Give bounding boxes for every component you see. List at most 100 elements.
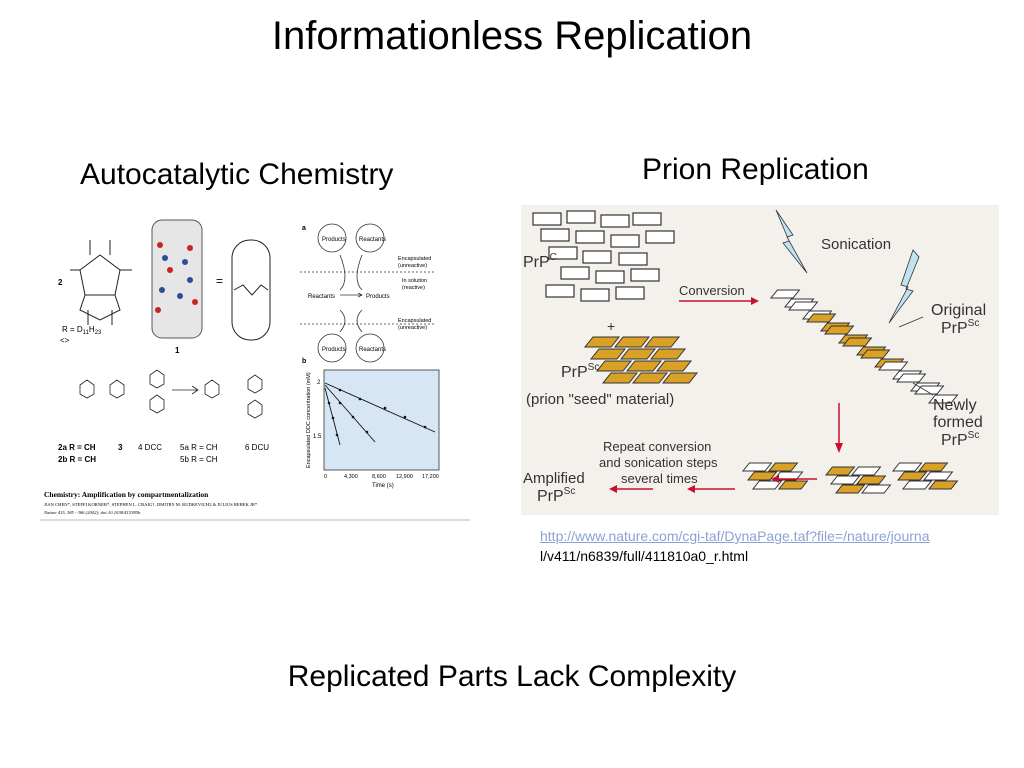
encapsulated-bottom: Encapsulated xyxy=(398,318,431,324)
caption-title: Chemistry: Amplification by compartmenta… xyxy=(44,490,209,499)
fibril-brick xyxy=(927,394,959,404)
label-3: 3 xyxy=(118,443,123,452)
prpc-brick xyxy=(645,230,675,244)
source-link[interactable]: http://www.nature.com/cgi-taf/DynaPage.t… xyxy=(540,528,930,544)
y-axis-label: Encapsulated DDC concentration (mM) xyxy=(306,372,312,468)
panel-a-reactants-mid: Reactants xyxy=(308,294,335,300)
fibril-brick xyxy=(787,301,819,311)
chemistry-figure: 2 R = D11H23 <> 1 = 2a R = CH 2b R = CH … xyxy=(40,210,470,522)
label-4-dcc: 4 DCC xyxy=(138,443,162,452)
fragment-brick xyxy=(896,471,928,481)
repeat-line-3: several times xyxy=(621,471,698,486)
seed-brick xyxy=(643,336,681,348)
bottom-statement: Replicated Parts Lack Complexity xyxy=(287,660,737,693)
prpc-brick xyxy=(575,230,605,244)
panel-a-reactants-top: Reactants xyxy=(359,237,386,243)
equals-sign: = xyxy=(216,274,223,288)
prpc-bricks xyxy=(532,210,675,302)
reaction-scheme-structures xyxy=(79,369,263,419)
unreactive-top: (unreactive) xyxy=(398,263,427,269)
conversion-label: Conversion xyxy=(679,283,745,298)
prpc-brick xyxy=(610,234,640,248)
fibril-chain xyxy=(769,289,959,404)
seed-brick xyxy=(601,372,639,384)
panel-a-products-top: Products xyxy=(322,237,346,243)
seed-brick xyxy=(661,372,699,384)
fragment-brick xyxy=(829,475,861,485)
x-tick-4300: 4,300 xyxy=(344,474,358,480)
caption-authors: JIAN CHEN*, STEFFI KORNER*, STEPHEN L. C… xyxy=(44,502,258,508)
fibril-brick xyxy=(823,325,855,335)
label-5b: 5b R = CH xyxy=(180,455,218,464)
fragment-brick xyxy=(741,462,773,472)
capsule-cartoon xyxy=(231,239,271,341)
panel-b-label: b xyxy=(302,358,306,365)
down-arrowhead xyxy=(835,443,843,453)
molecule-2-structure xyxy=(70,240,132,325)
seed-brick xyxy=(595,360,633,372)
seed-brick xyxy=(619,348,657,360)
in-solution: In solution xyxy=(402,278,427,284)
x-tick-0: 0 xyxy=(324,474,327,480)
formed-label: formed xyxy=(933,414,983,431)
fragment-brick xyxy=(746,471,778,481)
prpc-brick xyxy=(615,286,645,300)
fragment-brick xyxy=(767,462,799,472)
label-6-dcu: 6 DCU xyxy=(245,443,269,452)
repeat-line-1: Repeat conversion xyxy=(603,439,711,454)
prpc-brick xyxy=(580,288,610,302)
formed-prpsc-label: PrPSc xyxy=(941,430,979,449)
autocatalytic-heading: Autocatalytic Chemistry xyxy=(80,158,394,191)
fragment-brick xyxy=(824,466,856,476)
prpc-brick xyxy=(548,246,578,260)
fibril-brick xyxy=(769,289,801,299)
fibril-brick xyxy=(805,313,837,323)
fibril-brick xyxy=(877,361,909,371)
x-tick-17200: 17,200 xyxy=(422,474,439,480)
seed-brick xyxy=(655,360,693,372)
seed-brick xyxy=(649,348,687,360)
prpsc-seed-label: PrPSc xyxy=(561,362,599,381)
fragment-brick xyxy=(855,475,887,485)
bottom-fragments xyxy=(741,462,959,494)
seed-brick xyxy=(613,336,651,348)
label-2b: 2b R = CH xyxy=(58,455,96,464)
original-label: Original xyxy=(931,302,986,319)
prpc-brick xyxy=(595,270,625,284)
r-formula: R = D11H23 xyxy=(62,325,102,336)
fragment-brick xyxy=(850,466,882,476)
fragment-brick xyxy=(922,471,954,481)
newly-label: Newly xyxy=(933,397,977,414)
panel-a-products-mid: Products xyxy=(366,294,390,300)
x-axis-label: Time (s) xyxy=(372,483,394,489)
seed-bricks xyxy=(583,336,699,384)
capsule-guest xyxy=(233,284,269,296)
compound-1-label: 1 xyxy=(175,346,180,355)
fragment-brick xyxy=(891,462,923,472)
prpc-brick xyxy=(582,250,612,264)
lightning-bolt-left-icon xyxy=(775,209,808,274)
y-tick-1-5: 1.5 xyxy=(313,434,322,440)
seed-brick xyxy=(583,336,621,348)
fragment-brick xyxy=(751,480,783,490)
prpc-brick xyxy=(600,214,630,228)
plot-area xyxy=(323,369,440,471)
fragment-brick xyxy=(917,462,949,472)
fragment-brick xyxy=(834,484,866,494)
panel-a-products-bottom: Products xyxy=(322,347,346,353)
y-tick-2: 2 xyxy=(317,380,321,386)
amplified-label: Amplified xyxy=(523,470,585,487)
prpc-brick xyxy=(540,228,570,242)
return-arrowheads xyxy=(609,475,779,493)
conversion-arrowhead xyxy=(751,297,759,305)
reactive: (reactive) xyxy=(402,285,425,291)
prpc-brick xyxy=(560,266,590,280)
prion-heading: Prion Replication xyxy=(642,153,869,186)
source-link-continuation[interactable]: l/v411/n6839/full/411810a0_r.html xyxy=(540,548,749,564)
x-tick-12900: 12,900 xyxy=(396,474,413,480)
fibril-brick xyxy=(895,373,927,383)
original-prpsc-label: PrPSc xyxy=(941,318,979,337)
amplified-prpsc-label: PrPSc xyxy=(537,486,575,505)
panel-a-reactants-bottom: Reactants xyxy=(359,347,386,353)
capsule-1-model xyxy=(151,219,203,339)
